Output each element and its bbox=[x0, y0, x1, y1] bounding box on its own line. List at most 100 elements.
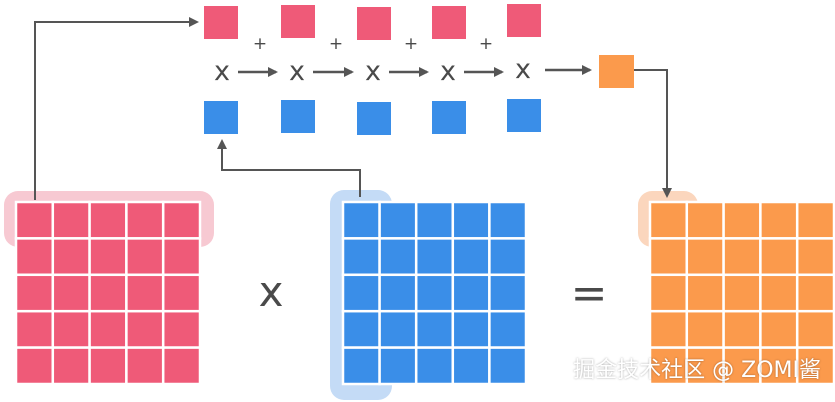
matrix-cell bbox=[414, 273, 455, 313]
matrix-cell bbox=[795, 273, 835, 313]
matrix-cell bbox=[759, 237, 799, 277]
matrix-cell bbox=[88, 309, 128, 349]
matrix-cell bbox=[685, 237, 725, 277]
matrix-cell bbox=[341, 200, 381, 240]
matrix-cell bbox=[378, 346, 418, 386]
column-element bbox=[281, 100, 315, 133]
matrix-cell bbox=[451, 309, 491, 349]
matrix-cell bbox=[648, 309, 689, 349]
matrix-cell bbox=[488, 237, 528, 277]
column-element bbox=[204, 101, 238, 134]
multiply-sign: x bbox=[289, 56, 305, 87]
matrix-cell bbox=[378, 273, 418, 313]
plus-sign: + bbox=[404, 34, 418, 54]
matrix-cell bbox=[759, 273, 799, 313]
matrix-cell bbox=[795, 309, 835, 349]
matrix-cell bbox=[488, 200, 528, 240]
matrix-cell bbox=[14, 237, 55, 277]
matrix-cell bbox=[161, 346, 202, 386]
matrix-cell bbox=[14, 273, 55, 313]
multiply-sign: x bbox=[365, 56, 381, 87]
matrix-multiply-sign: x bbox=[259, 267, 284, 316]
matrix-cell bbox=[722, 346, 762, 386]
matrix-cell bbox=[88, 346, 128, 386]
matrix-cell bbox=[51, 237, 91, 277]
matrix-cell bbox=[722, 237, 762, 277]
row-element bbox=[281, 5, 315, 38]
matrix-cell bbox=[488, 346, 528, 386]
matrix-cell bbox=[51, 309, 91, 349]
matrix-cell bbox=[795, 200, 835, 240]
matrix-cell bbox=[414, 200, 455, 240]
matrix-cell bbox=[488, 273, 528, 313]
matrix-cell bbox=[88, 237, 128, 277]
matrix-cell bbox=[795, 237, 835, 277]
matrix-cell bbox=[378, 309, 418, 349]
matrix-cell bbox=[161, 237, 202, 277]
matrix-cell bbox=[722, 309, 762, 349]
equals-sign: = bbox=[571, 268, 608, 319]
row-element bbox=[204, 6, 238, 39]
matrix-cell bbox=[648, 237, 689, 277]
matrix-cell bbox=[161, 309, 202, 349]
matrix-cell bbox=[378, 237, 418, 277]
matrix-cell bbox=[341, 237, 381, 277]
matrix-cell bbox=[14, 200, 55, 240]
matrix-cell bbox=[125, 200, 165, 240]
matrix-cell bbox=[51, 200, 91, 240]
matrix-cell bbox=[125, 309, 165, 349]
matrix-cell bbox=[685, 346, 725, 386]
matrix-c bbox=[648, 200, 835, 386]
matrix-a bbox=[14, 200, 202, 386]
matrix-cell bbox=[685, 309, 725, 349]
matrix-cell bbox=[414, 309, 455, 349]
matrix-cell bbox=[685, 273, 725, 313]
row-elements bbox=[204, 4, 541, 40]
column-element bbox=[432, 101, 466, 134]
column-element bbox=[357, 102, 391, 135]
matrix-cell bbox=[759, 200, 799, 240]
matrix-cell bbox=[341, 309, 381, 349]
matrix-cell bbox=[14, 309, 55, 349]
matrix-cell bbox=[51, 346, 91, 386]
matrix-cell bbox=[51, 273, 91, 313]
matrix-cell bbox=[451, 237, 491, 277]
matrix-cell bbox=[125, 346, 165, 386]
matrix-cell bbox=[648, 346, 689, 386]
multiply-sign: x bbox=[515, 54, 531, 85]
column-elements bbox=[204, 99, 541, 135]
watermark: 掘金技术社区 @ ZOMI酱 bbox=[573, 358, 821, 383]
plus-sign: + bbox=[479, 34, 493, 54]
result-connector-arrow bbox=[634, 69, 672, 198]
plus-sign: + bbox=[329, 34, 343, 54]
matrix-cell bbox=[722, 273, 762, 313]
matrix-cell bbox=[648, 273, 689, 313]
row-element bbox=[432, 6, 466, 39]
matrix-cell bbox=[88, 273, 128, 313]
multiply-sign: x bbox=[440, 56, 456, 87]
matrix-cell bbox=[685, 200, 725, 240]
matrix-cell bbox=[88, 200, 128, 240]
matrix-cell bbox=[125, 273, 165, 313]
matrix-cell bbox=[795, 346, 835, 386]
matrix-cell bbox=[722, 200, 762, 240]
matrix-cell bbox=[161, 200, 202, 240]
row-element bbox=[507, 4, 541, 37]
matrix-cell bbox=[161, 273, 202, 313]
matrix-b bbox=[341, 200, 528, 386]
multiply-sign: x bbox=[214, 56, 230, 87]
matrix-cell bbox=[648, 200, 689, 240]
row-element bbox=[357, 7, 391, 40]
column-element bbox=[507, 99, 541, 132]
matrix-cell bbox=[14, 346, 55, 386]
column-connector-arrow bbox=[217, 139, 361, 197]
matrix-cell bbox=[378, 200, 418, 240]
matrix-cell bbox=[341, 346, 381, 386]
matrix-cell bbox=[414, 346, 455, 386]
row-connector-arrow bbox=[34, 17, 199, 200]
matrix-cell bbox=[759, 309, 799, 349]
matrix-cell bbox=[488, 309, 528, 349]
plus-sign: + bbox=[253, 34, 267, 54]
result-element bbox=[599, 55, 634, 88]
